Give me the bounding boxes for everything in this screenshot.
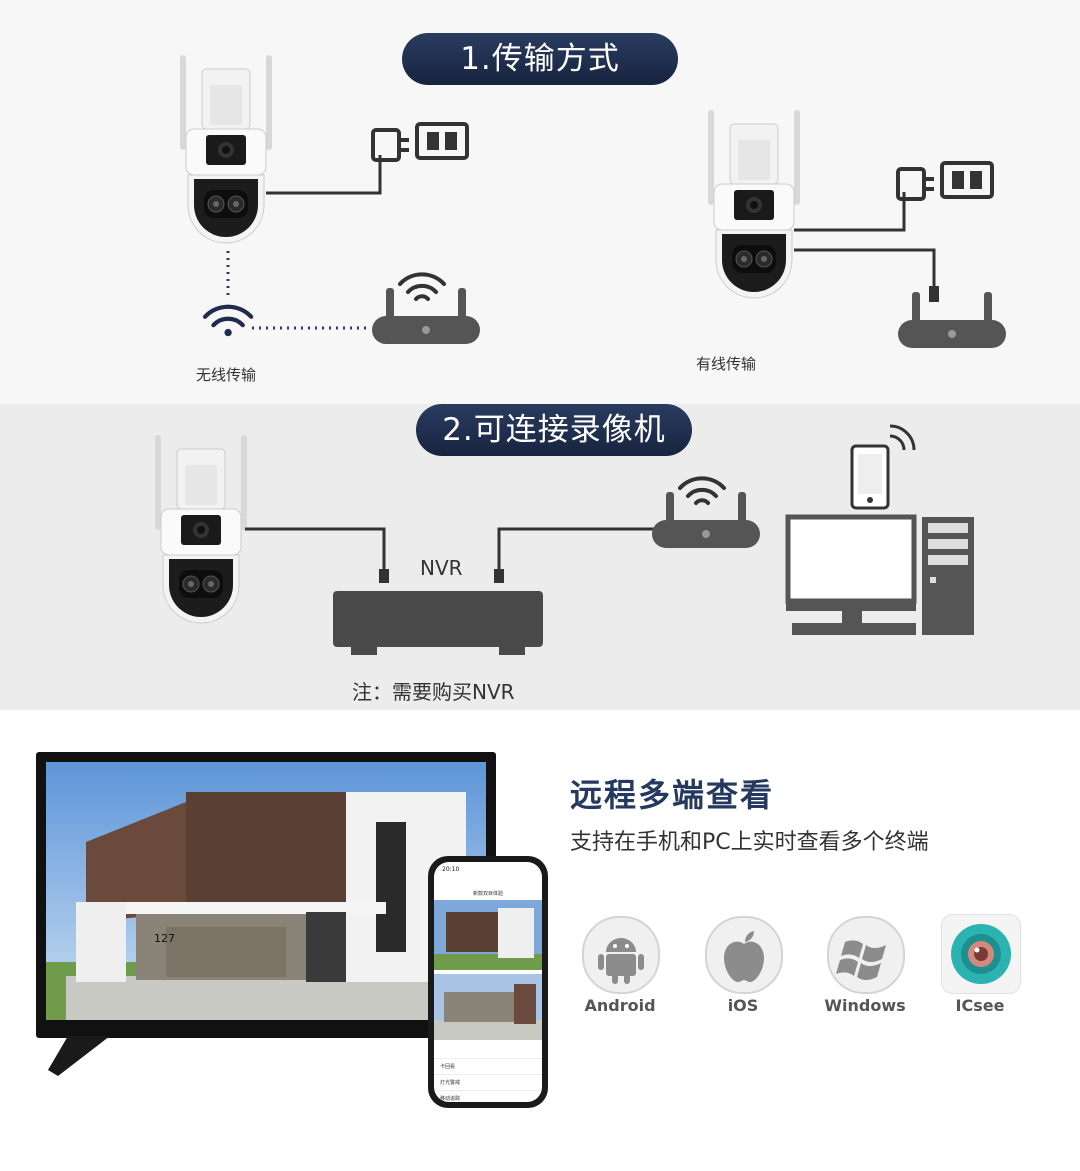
phone-toolbar[interactable] bbox=[434, 1044, 542, 1059]
section2-title-pill: 2.可连接录像机 bbox=[416, 404, 692, 456]
wired-diagram bbox=[707, 109, 939, 302]
tv-stand-left bbox=[48, 1036, 110, 1076]
wireless-diagram bbox=[179, 54, 382, 330]
icsee-app-icon bbox=[941, 914, 1021, 994]
camera-icon bbox=[179, 54, 273, 244]
nvr-note: 注：需要购买NVR bbox=[352, 680, 515, 704]
phone-menu-item[interactable]: 卡回看 bbox=[434, 1059, 542, 1075]
smartphone-icon bbox=[850, 424, 916, 510]
house-number: 127 bbox=[154, 932, 175, 945]
remote-view-heading: 远程多端查看 bbox=[570, 776, 775, 814]
phone-app-header: 新款双目体验 bbox=[472, 891, 503, 897]
wifi-signal-icon bbox=[202, 304, 254, 337]
phone-menu-item[interactable]: 灯光警戒 bbox=[434, 1075, 542, 1091]
smartphone-screen: 20:10 新款双目体验 卡回看 灯光警戒 移动追踪 bbox=[434, 862, 542, 1102]
router-icon bbox=[652, 476, 760, 548]
phone-house-view-1 bbox=[434, 900, 542, 970]
camera-icon bbox=[154, 434, 248, 624]
wired-label: 有线传输 bbox=[696, 355, 757, 373]
section1-title-pill: 1.传输方式 bbox=[402, 33, 678, 85]
house-scene-image: 127 bbox=[46, 762, 486, 1020]
phone-house-view-2 bbox=[434, 974, 542, 1040]
phone-status-bar: 20:10 bbox=[434, 862, 542, 890]
nvr-device bbox=[333, 591, 543, 647]
power-plug-icon bbox=[896, 161, 994, 201]
windows-icon bbox=[827, 916, 905, 994]
android-icon bbox=[582, 916, 660, 994]
router-icon bbox=[372, 272, 480, 344]
nvr-diagram bbox=[154, 434, 655, 655]
router-icon bbox=[898, 292, 1006, 348]
phone-menu-item[interactable]: 移动追踪 bbox=[440, 1096, 461, 1102]
android-label: Android bbox=[584, 996, 656, 1015]
nvr-label: NVR bbox=[420, 556, 463, 580]
icsee-label: ICsee bbox=[955, 996, 1005, 1015]
camera-icon bbox=[707, 109, 801, 299]
windows-label: Windows bbox=[824, 996, 906, 1015]
apple-icon bbox=[705, 916, 783, 994]
desktop-computer-icon bbox=[785, 514, 974, 635]
power-plug-icon bbox=[371, 122, 469, 162]
phone-time: 20:10 bbox=[442, 866, 460, 873]
ios-label: iOS bbox=[727, 996, 759, 1015]
wireless-label: 无线传输 bbox=[196, 366, 257, 384]
remote-view-subheading: 支持在手机和PC上实时查看多个终端 bbox=[570, 830, 929, 855]
